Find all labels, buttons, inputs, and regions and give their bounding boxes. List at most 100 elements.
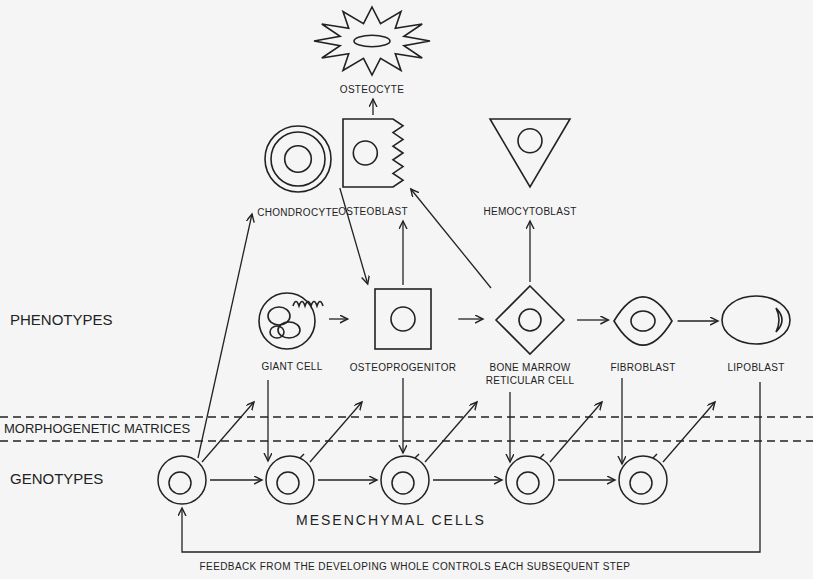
- cell-shape: [257, 286, 327, 352]
- cell-shape: [263, 124, 333, 194]
- cell-shape: [341, 117, 405, 189]
- osteoprogenitor-outline: [375, 289, 431, 349]
- cell-shape: [494, 284, 566, 356]
- cell-drawing: [341, 117, 405, 189]
- line-art: [402, 378, 403, 453]
- cell-label: LIPOBLAST: [727, 361, 784, 374]
- cell-drawing: [488, 117, 572, 189]
- row-heading: PHENOTYPES: [10, 311, 113, 329]
- line-art: [509, 392, 510, 462]
- cell-drawing: [373, 287, 433, 351]
- nucleus: [518, 129, 542, 153]
- nucleus: [519, 309, 541, 331]
- line-art: [619, 456, 667, 504]
- line-art: [540, 454, 544, 458]
- line-art: [653, 454, 657, 458]
- cell-label: OSTEOCYTE: [340, 83, 404, 96]
- line-art: [621, 378, 622, 464]
- cell-label: BONE MARROW RETICULAR CELL: [485, 361, 575, 387]
- cell-label: OSTEOBLAST: [338, 205, 408, 218]
- line-art: [506, 456, 554, 504]
- cell-drawing: [257, 286, 327, 352]
- line-art: [266, 456, 314, 504]
- arrow-connector: [411, 189, 491, 288]
- fibroblast-outline: [614, 297, 672, 345]
- nucleus: [278, 322, 300, 338]
- lineage-arrows: [182, 214, 760, 552]
- cell-shape: [312, 5, 432, 77]
- osteoprogenitor-cell: OSTEOPROGENITOR: [350, 287, 457, 374]
- cell-drawing: [312, 5, 432, 77]
- row-heading: MESENCHYMAL CELLS: [296, 512, 486, 529]
- nucleus: [354, 35, 390, 47]
- line-art: [202, 402, 254, 462]
- line-art: [169, 472, 191, 494]
- row-heading: MORPHOGENETIC MATRICES: [2, 421, 192, 437]
- line-art: [425, 402, 477, 462]
- cell-label: HEMOCYTOBLAST: [483, 205, 576, 218]
- line-art: [433, 479, 502, 480]
- cell-label: CHONDROCYTE: [257, 206, 339, 219]
- arrow-connector: [678, 320, 718, 321]
- line-art: [182, 382, 760, 552]
- cell-label: OSTEOPROGENITOR: [350, 361, 457, 374]
- line-art: [381, 456, 429, 504]
- line-art: [310, 402, 362, 462]
- line-art: [550, 402, 602, 462]
- nucleus: [631, 311, 655, 331]
- line-art: [517, 472, 539, 494]
- lacuna-ring: [271, 132, 325, 186]
- crescent-nucleus: [776, 308, 782, 332]
- row-heading: GENOTYPES: [10, 470, 103, 488]
- nucleus: [270, 326, 284, 338]
- mesenchymal-cells: [158, 454, 667, 504]
- osteocyte-cell: OSTEOCYTE: [312, 5, 432, 96]
- giant-cell: GIANT CELL: [257, 286, 327, 373]
- cell-drawing: [720, 294, 792, 346]
- line-art: [267, 380, 268, 461]
- line-art: [663, 402, 715, 462]
- coil: [293, 302, 323, 307]
- arrow-connector: [529, 221, 530, 282]
- arrow-connector: [329, 318, 348, 319]
- arrow-connector: [458, 318, 483, 319]
- cell-drawing: [263, 124, 333, 194]
- arrow-connector: [372, 99, 373, 115]
- feedback-note: FEEDBACK FROM THE DEVELOPING WHOLE CONTR…: [200, 561, 631, 573]
- line-art: [277, 472, 299, 494]
- cell-shape: [488, 117, 572, 189]
- cell-drawing: [494, 284, 566, 356]
- lipoblast-outline: [722, 296, 790, 344]
- hemocytoblast-cell: HEMOCYTOBLAST: [483, 117, 576, 218]
- line-art: [318, 479, 377, 480]
- osteoblast-cell: OSTEOBLAST: [338, 117, 408, 218]
- reticular-cell: BONE MARROW RETICULAR CELL: [485, 284, 575, 387]
- line-art: [415, 454, 419, 458]
- arrow-connector: [402, 221, 403, 285]
- nucleus: [353, 141, 377, 165]
- line-art: [0, 440, 813, 441]
- line-art: [158, 456, 206, 504]
- line-art: [630, 472, 652, 494]
- chondrocyte-cell: CHONDROCYTE: [257, 124, 339, 219]
- nucleus: [391, 307, 415, 331]
- cell-label: FIBROBLAST: [610, 361, 675, 374]
- line-art: [210, 479, 262, 480]
- line-art: [558, 479, 615, 480]
- osteoblast-outline: [343, 119, 403, 187]
- nucleus: [285, 146, 312, 173]
- lipoblast-cell: LIPOBLAST: [720, 294, 792, 374]
- line-art: [300, 454, 304, 458]
- cell-label: GIANT CELL: [261, 360, 322, 373]
- line-art: [392, 472, 414, 494]
- hemocytoblast-outline: [490, 119, 570, 187]
- cell-shape: [612, 300, 674, 342]
- fibroblast-cell: FIBROBLAST: [610, 300, 675, 374]
- chondrocyte-outline: [265, 126, 331, 192]
- line-art: [198, 214, 252, 458]
- cell-drawing: [612, 300, 674, 342]
- arrow-connector: [577, 319, 608, 320]
- cell-shape: [720, 294, 792, 346]
- osteocyte-outline: [314, 7, 430, 75]
